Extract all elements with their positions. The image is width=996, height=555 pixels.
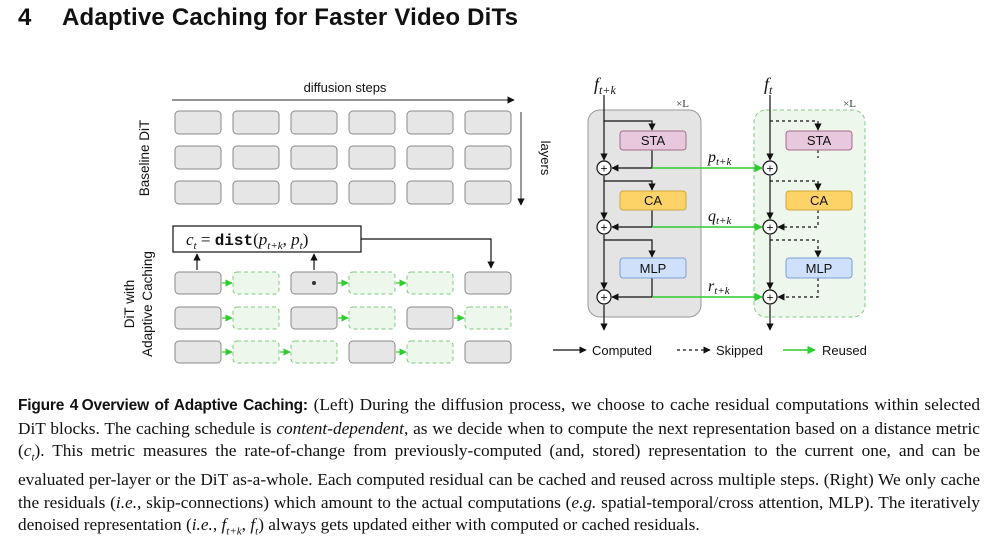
caption-figure-title: Overview of Adaptive Caching:: [81, 397, 308, 414]
legend-reused-label: Reused: [822, 343, 867, 358]
computed-block: [290, 306, 338, 330]
baseline-grid: [174, 110, 512, 205]
adaptive-grid: [174, 271, 512, 364]
repeat-label-right: ×L: [843, 98, 856, 110]
mlp-block-right: [785, 257, 853, 279]
cached-block: [232, 271, 280, 295]
add-node: [596, 289, 612, 305]
distance-formula: ct = dist(pt+k, pt): [186, 230, 308, 252]
dit-adaptive-label-line1: DiT with: [122, 280, 137, 329]
ca-block-right: [785, 190, 853, 211]
computed-block: [464, 271, 512, 295]
dit-adaptive-label-line2: Adaptive Caching: [140, 251, 155, 357]
baseline-block: [406, 110, 454, 135]
svg-text:+: +: [600, 221, 607, 235]
baseline-block: [464, 110, 512, 135]
computed-block: [348, 340, 396, 364]
svg-text:+: +: [600, 291, 607, 305]
diffusion-steps-label: diffusion steps: [304, 80, 387, 95]
baseline-block: [348, 180, 396, 205]
sta-block-right: [785, 130, 853, 151]
residual-label-p: pt+k: [707, 149, 732, 168]
layers-label: layers: [538, 141, 553, 176]
sta-label-left: STA: [641, 133, 666, 148]
svg-text:+: +: [766, 291, 773, 305]
add-node: [762, 219, 778, 235]
section-heading: 4 Adaptive Caching for Faster Video DiTs: [18, 4, 518, 32]
cached-block: [406, 340, 454, 364]
left-panel: diffusion steps layers Baseline DiT DiT …: [122, 80, 553, 364]
section-number: 4: [18, 4, 32, 31]
baseline-block: [232, 180, 280, 205]
baseline-block: [174, 110, 222, 135]
add-node: [596, 219, 612, 235]
svg-text:+: +: [600, 162, 607, 176]
baseline-block: [464, 180, 512, 205]
add-node: [762, 160, 778, 176]
mlp-label-right: MLP: [806, 261, 833, 276]
baseline-block: [174, 145, 222, 170]
computed-block: [174, 340, 222, 364]
baseline-block: [290, 145, 338, 170]
baseline-block: [348, 110, 396, 135]
baseline-block: [464, 145, 512, 170]
ca-label-left: CA: [644, 193, 662, 208]
baseline-block: [406, 145, 454, 170]
baseline-block: [290, 180, 338, 205]
sta-block-left: [619, 130, 687, 151]
baseline-block: [232, 110, 280, 135]
col-label-ft: ft: [764, 74, 773, 97]
repeat-label-left: ×L: [676, 98, 689, 110]
legend-computed-label: Computed: [592, 343, 652, 358]
section-title: Adaptive Caching for Faster Video DiTs: [62, 4, 519, 31]
computed-block: [406, 306, 454, 330]
baseline-block: [290, 110, 338, 135]
mlp-block-left: [619, 257, 687, 279]
col-label-ftk: ft+k: [594, 74, 616, 97]
cached-block: [232, 340, 280, 364]
computed-block: [174, 271, 222, 295]
ca-block-left: [619, 190, 687, 211]
sta-label-right: STA: [807, 133, 832, 148]
baseline-dit-label: Baseline DiT: [137, 120, 152, 197]
cached-block: [348, 306, 396, 330]
residual-label-r: rt+k: [708, 278, 731, 297]
legend: Computed Skipped Reused: [553, 343, 867, 358]
right-panel: ft+k ft ×L ×L STA CA MLP + + +: [553, 74, 867, 358]
add-node: [596, 160, 612, 176]
computed-block: [464, 340, 512, 364]
computed-block: [174, 306, 222, 330]
svg-text:+: +: [766, 221, 773, 235]
cached-block: [464, 306, 512, 330]
mlp-label-left: MLP: [640, 261, 667, 276]
ca-label-right: CA: [810, 193, 828, 208]
legend-skipped-label: Skipped: [716, 343, 763, 358]
residual-label-q: qt+k: [708, 208, 732, 227]
baseline-block: [232, 145, 280, 170]
figure-caption: Figure 4 Overview of Adaptive Caching: (…: [18, 395, 980, 538]
caption-figure-label: Figure 4: [18, 397, 79, 414]
baseline-block: [406, 180, 454, 205]
svg-text:+: +: [766, 162, 773, 176]
cached-block: [290, 340, 338, 364]
add-node: [762, 289, 778, 305]
baseline-block: [348, 145, 396, 170]
cached-block: [232, 306, 280, 330]
cached-block: [406, 271, 454, 295]
figure-4: diffusion steps layers Baseline DiT DiT …: [122, 74, 867, 364]
cached-block: [348, 271, 396, 295]
baseline-block: [174, 180, 222, 205]
